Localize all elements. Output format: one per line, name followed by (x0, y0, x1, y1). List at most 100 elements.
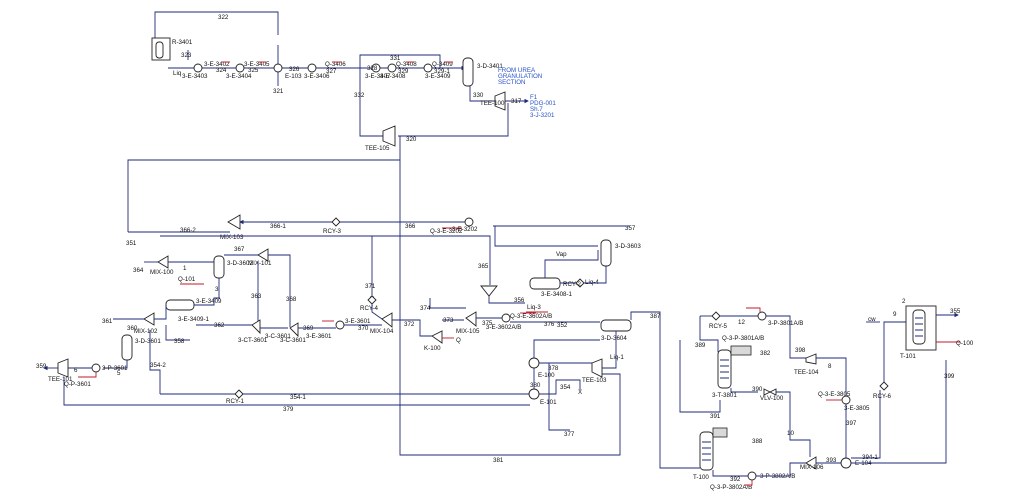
stream-5-line[interactable] (103, 360, 128, 369)
label-q3406: Q-3406 (325, 61, 346, 68)
recycle-rcy5[interactable] (711, 311, 721, 321)
compressor-3c3601[interactable] (289, 322, 299, 338)
exchanger-e100[interactable] (528, 357, 540, 369)
stream-389-line[interactable] (699, 316, 719, 352)
stream-10-line[interactable] (776, 391, 811, 457)
tee-104[interactable] (805, 353, 817, 365)
label-380: 380 (530, 382, 541, 389)
mixer-mix100[interactable] (157, 255, 169, 269)
stream-rcy6-line[interactable] (851, 390, 881, 459)
stream-rcy4-mix[interactable] (371, 304, 383, 320)
exchanger-3e3407[interactable] (371, 63, 381, 73)
stream-391-line[interactable] (679, 340, 721, 413)
stream-3409-line[interactable] (194, 297, 220, 306)
stream-3802-out[interactable] (756, 462, 806, 477)
stream-320-line[interactable] (398, 103, 509, 137)
label-e101: E-101 (540, 399, 557, 406)
stream-372-line[interactable] (392, 319, 432, 337)
reactor-r3401-vessel (155, 41, 164, 59)
recycle-rcy6[interactable] (879, 381, 889, 391)
label-332: 332 (354, 92, 365, 99)
compressor-3ct3601[interactable] (251, 319, 261, 335)
exchanger-3e3601[interactable] (335, 320, 345, 330)
stream-392-line[interactable] (712, 470, 748, 477)
energy-q3p3801 (746, 307, 761, 312)
mixer-mix104[interactable] (381, 312, 393, 328)
valve-vlv100[interactable] (763, 388, 772, 396)
drum-3d3604[interactable] (600, 319, 632, 332)
recycle-rcy2[interactable] (575, 278, 585, 288)
stream-330-line[interactable] (469, 86, 495, 102)
stream-360-line[interactable] (154, 305, 167, 320)
stream-3801-out[interactable] (766, 315, 791, 330)
exchanger-3e3409-top[interactable] (423, 63, 433, 73)
exchanger-3e3404[interactable] (235, 63, 245, 73)
stream-354-2-line[interactable] (149, 330, 161, 394)
stream-368-line[interactable] (268, 254, 291, 327)
stream-354-line[interactable] (539, 379, 581, 395)
mixer-mix105[interactable] (465, 311, 477, 327)
vessel-3e3409[interactable] (165, 299, 195, 311)
stream-379-line[interactable] (63, 377, 530, 406)
stream-398-line[interactable] (789, 330, 806, 359)
exchanger-e103[interactable] (273, 63, 283, 73)
stream-390-line[interactable] (730, 388, 758, 393)
tee-100[interactable] (494, 91, 506, 111)
column-3t3801[interactable] (717, 349, 732, 389)
column-t100[interactable] (699, 431, 714, 471)
stream-374-line[interactable] (429, 298, 466, 309)
recycle-rcy1[interactable] (234, 389, 244, 399)
stream-liq4-line[interactable] (584, 266, 607, 284)
column-t101[interactable] (912, 309, 926, 345)
recycle-rcy4[interactable] (367, 295, 377, 305)
stream-vap-line[interactable] (544, 250, 599, 278)
stream-358-line[interactable] (165, 325, 190, 341)
drum-3d3601[interactable] (121, 334, 133, 361)
stream-357-loop[interactable] (494, 226, 598, 247)
tee-101[interactable] (57, 358, 69, 378)
label-mix104: MIX-104 (370, 328, 394, 335)
stream-9-line[interactable] (883, 321, 906, 382)
mixer-mix102[interactable] (143, 312, 155, 326)
stream-8-line[interactable] (816, 357, 847, 396)
exchanger-3e3408[interactable] (387, 63, 397, 73)
stream-387-line[interactable] (630, 311, 700, 469)
pump-3p3802[interactable] (747, 471, 757, 481)
stream-356-line[interactable] (488, 296, 525, 304)
stream-322-line[interactable] (154, 11, 279, 35)
label-397: 397 (846, 420, 857, 427)
exchanger-3e3403[interactable] (193, 63, 203, 73)
stream-381-line[interactable] (399, 160, 621, 456)
stream-377-line[interactable] (548, 363, 570, 431)
drum-3d3602[interactable] (213, 255, 225, 279)
exchanger-3e3202[interactable] (464, 217, 474, 227)
stream-365-line[interactable] (160, 235, 491, 285)
compressor-k100[interactable] (431, 330, 443, 344)
pump-3p3801[interactable] (757, 311, 767, 321)
stream-tee103-line[interactable] (602, 363, 617, 369)
separator-365[interactable] (480, 285, 498, 297)
vessel-3e3408-1[interactable] (529, 277, 561, 290)
stream-332-line[interactable] (359, 68, 383, 137)
exchanger-3e3602[interactable] (501, 313, 511, 323)
label-358: 358 (174, 338, 185, 345)
mixer-mix103[interactable] (227, 214, 241, 230)
label-3d3401: 3-D-3401 (477, 63, 503, 70)
tee-105[interactable] (382, 125, 396, 147)
label-327: 327 (326, 68, 337, 75)
stream-331-line[interactable] (359, 54, 441, 68)
exchanger-e101[interactable] (528, 388, 540, 400)
label-3e3601-b: 3-E-3601 (306, 333, 332, 340)
label-t101: T-101 (900, 353, 916, 360)
label-tee105: TEE-105 (365, 145, 390, 152)
drum-3d3603[interactable] (600, 239, 612, 267)
exchanger-3e3406[interactable] (307, 63, 317, 73)
stream-399-line[interactable] (851, 360, 947, 464)
tee-103[interactable] (591, 358, 603, 378)
stream-e100-top[interactable] (533, 339, 600, 358)
recycle-rcy3[interactable] (331, 217, 341, 227)
stream-351-loop[interactable] (127, 136, 401, 232)
exchanger-e104[interactable] (840, 457, 852, 469)
drum-3d3401[interactable] (462, 57, 474, 87)
pump-3p3601[interactable] (91, 363, 101, 373)
